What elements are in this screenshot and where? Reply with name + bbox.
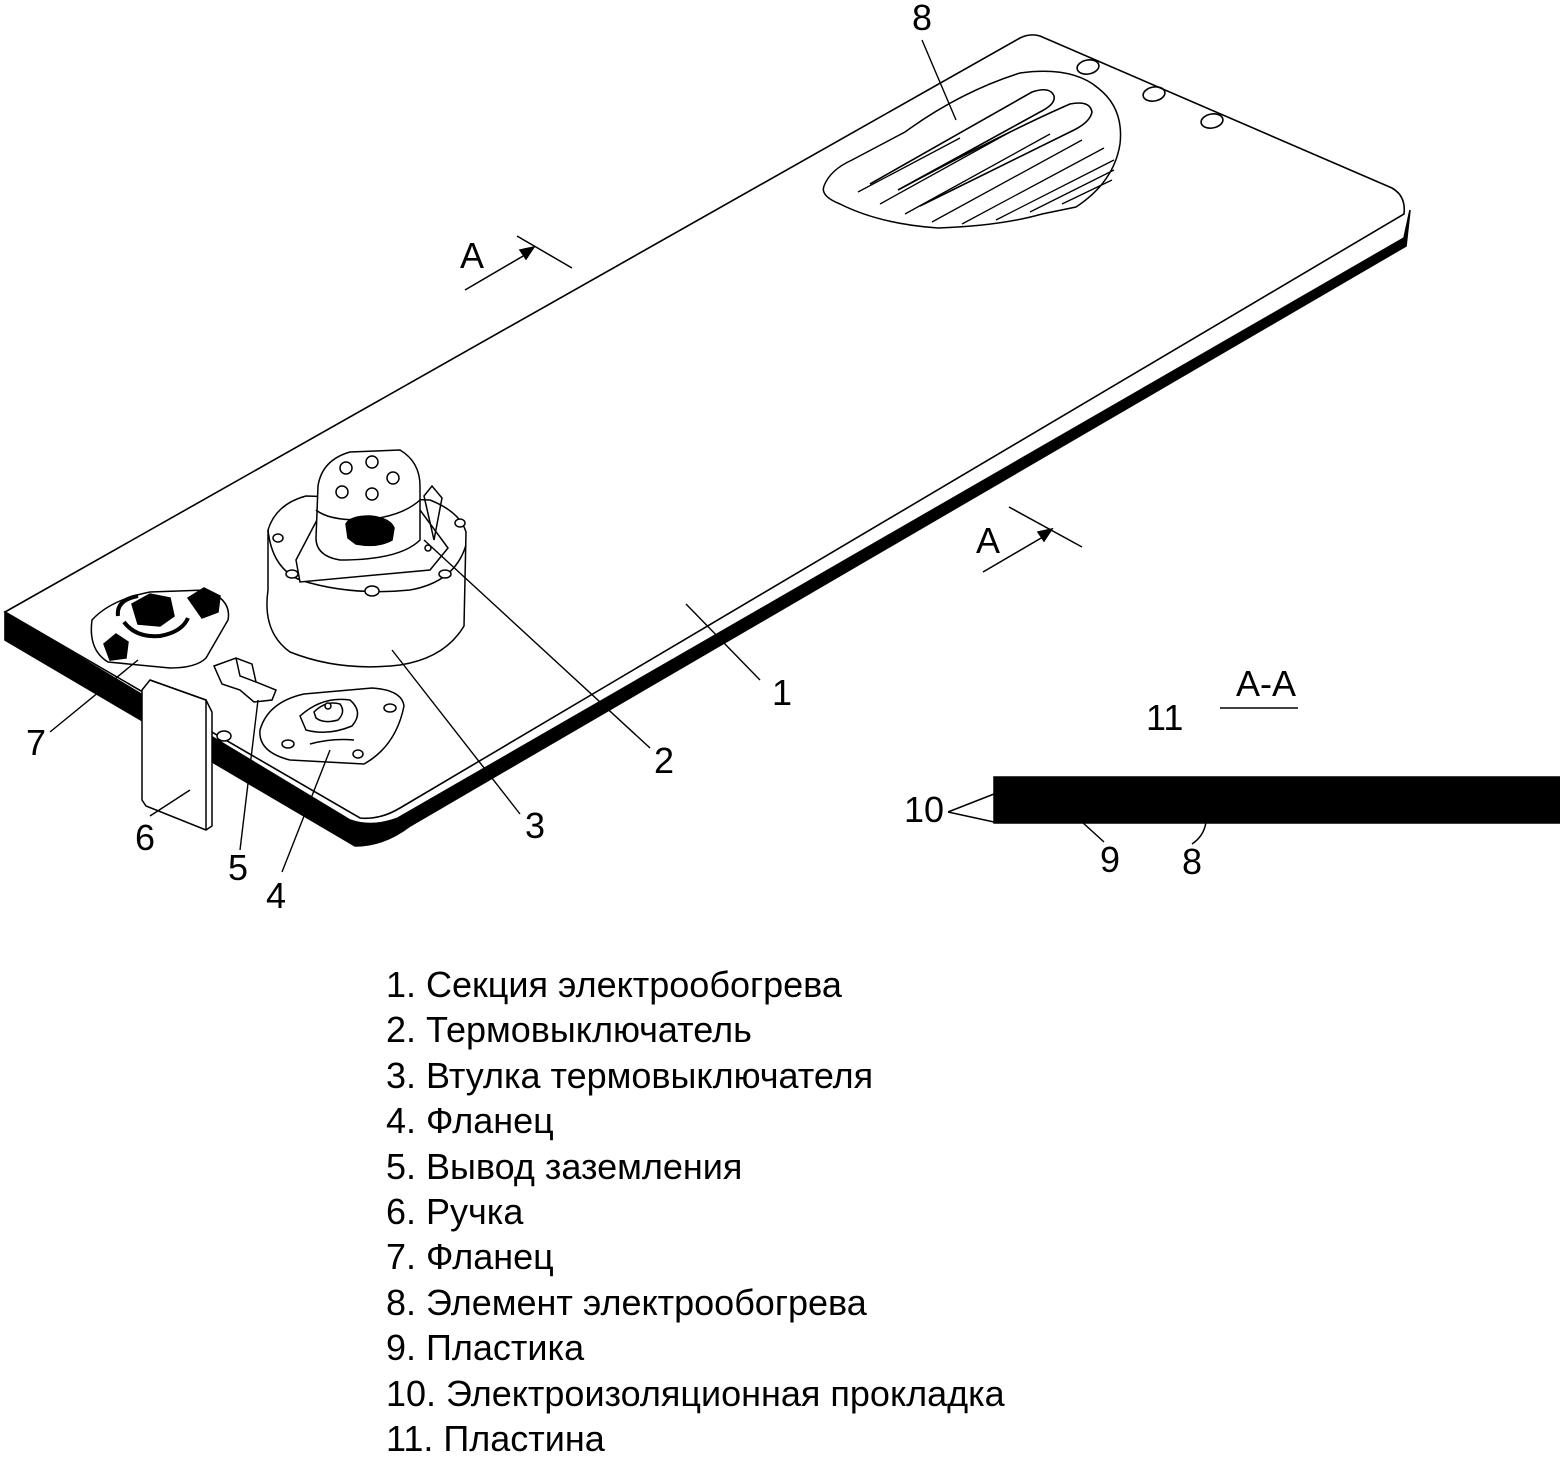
callout-6: 6 bbox=[135, 817, 155, 858]
leader-8-section bbox=[1191, 821, 1207, 845]
callout-9: 9 bbox=[1100, 839, 1120, 880]
flange-left bbox=[90, 587, 230, 669]
heating-element-cutaway bbox=[822, 70, 1122, 229]
callout-8-top: 8 bbox=[912, 0, 932, 38]
flange-right bbox=[259, 687, 405, 765]
legend-item: 3. Втулка термовыключателя bbox=[386, 1054, 874, 1096]
panel-thickness-edge bbox=[4, 209, 1411, 847]
callout-11: 11 bbox=[1146, 697, 1183, 738]
mounting-hole bbox=[1142, 86, 1166, 102]
callout-7: 7 bbox=[26, 722, 46, 763]
handle bbox=[141, 679, 232, 831]
legend-item: 8. Элемент электрообогрева bbox=[386, 1281, 867, 1323]
section-mark-lower: A bbox=[976, 520, 1000, 561]
callout-2: 2 bbox=[654, 740, 674, 781]
legend-item: 7. Фланец bbox=[386, 1236, 554, 1278]
section-arrow-upper bbox=[464, 235, 573, 291]
legend-item: 11. Пластина bbox=[386, 1418, 605, 1460]
flange-terminal bbox=[131, 593, 175, 627]
heating-section-panel bbox=[3, 34, 1411, 847]
flange-terminal bbox=[186, 587, 221, 619]
section-mark-upper: A bbox=[460, 235, 484, 276]
thermal-switch-contact bbox=[345, 515, 395, 547]
callout-5: 5 bbox=[228, 847, 248, 888]
flange-terminal bbox=[103, 633, 129, 661]
callout-8-section: 8 bbox=[1182, 841, 1202, 882]
mounting-hole bbox=[1076, 59, 1100, 75]
callout-1: 1 bbox=[772, 672, 792, 713]
legend-item: 2. Термовыключатель bbox=[386, 1009, 752, 1051]
callout-3: 3 bbox=[525, 805, 545, 846]
thermal-switch bbox=[295, 449, 449, 583]
cross-section-plate bbox=[993, 776, 1560, 824]
leader-10 bbox=[947, 793, 995, 823]
hatching-lines bbox=[857, 131, 1115, 225]
callout-10: 10 bbox=[904, 789, 944, 830]
legend-item: 9. Пластика bbox=[386, 1327, 585, 1369]
ground-terminal bbox=[212, 657, 277, 703]
leader-9 bbox=[1081, 821, 1105, 843]
heating-element-loop bbox=[869, 88, 1093, 207]
cross-section-aa bbox=[947, 707, 1560, 845]
legend-item: 10. Электроизоляционная прокладка bbox=[386, 1372, 1005, 1414]
legend-item: 6. Ручка bbox=[386, 1191, 524, 1233]
section-title: A-A bbox=[1236, 663, 1296, 704]
panel-top-face bbox=[3, 34, 1406, 820]
legend-item: 4. Фланец bbox=[386, 1100, 554, 1142]
callout-4: 4 bbox=[266, 875, 286, 916]
parts-legend: 1. Секция электрообогрева 2. Термовыключ… bbox=[386, 962, 1005, 1461]
mounting-hole bbox=[1200, 113, 1224, 129]
legend-item: 5. Вывод заземления bbox=[386, 1145, 743, 1187]
leader-lines bbox=[49, 39, 957, 873]
section-arrow-lower bbox=[982, 506, 1083, 573]
legend-item: 1. Секция электрообогрева bbox=[386, 964, 842, 1005]
